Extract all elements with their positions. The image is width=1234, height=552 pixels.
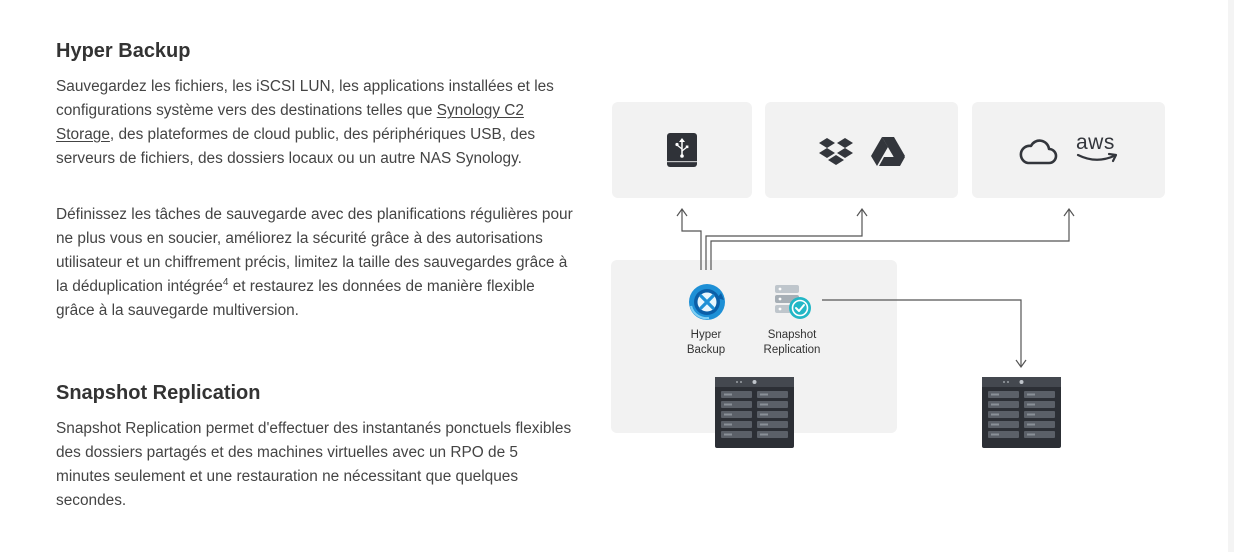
line-to-usb	[681, 210, 702, 270]
snapshot-replication-label: Snapshot Replication	[752, 328, 832, 358]
line-to-cloud	[705, 210, 863, 270]
line-to-remote-nas	[822, 299, 1022, 366]
footnote-4[interactable]: 4	[222, 276, 229, 288]
snapshot-replication-label-line2: Replication	[763, 344, 821, 356]
aws-logo-text: aws	[1076, 131, 1115, 154]
cloud-aws-destination-box	[972, 102, 1165, 198]
aws-smile-icon	[1076, 152, 1118, 163]
line-to-aws	[710, 210, 1070, 270]
aws-logo: aws	[1076, 132, 1122, 164]
snapshot-replication-icon	[775, 285, 811, 319]
snapshot-replication-label-line1: Snapshot	[767, 329, 817, 341]
usb-drive-icon	[667, 133, 697, 167]
connector-lines	[676, 207, 1075, 369]
arrow-to-remote-nas	[1015, 359, 1027, 369]
hyper-backup-icon	[689, 284, 725, 320]
public-cloud-destination-box	[765, 102, 958, 198]
p1-text-start: Sauvegardez les fichiers, les iSCSI LUN,…	[56, 78, 554, 119]
remote-nas-icon	[982, 377, 1061, 448]
cloud-icon	[1019, 139, 1058, 165]
hyper-backup-label-line2: Backup	[686, 344, 726, 356]
google-drive-icon	[871, 137, 905, 166]
hyper-backup-description-2: Définissez les tâches de sauvegarde avec…	[56, 203, 576, 323]
p1-text-end: , des plateformes de cloud public, des p…	[56, 126, 536, 167]
hyper-backup-label-line1: Hyper	[690, 329, 722, 341]
p2-text-start: Définissez les tâches de sauvegarde avec…	[56, 206, 573, 295]
synology-c2-storage-link[interactable]: Synology C2 Storage	[56, 102, 524, 143]
hyper-backup-description-1: Sauvegardez les fichiers, les iSCSI LUN,…	[56, 75, 576, 171]
arrow-to-aws	[1063, 207, 1075, 217]
dropbox-icon	[819, 138, 853, 165]
hyper-backup-title: Hyper Backup	[56, 40, 191, 62]
arrow-to-usb	[676, 207, 688, 217]
page-edge-strip	[1228, 0, 1234, 552]
snapshot-replication-title: Snapshot Replication	[56, 382, 261, 404]
arrow-to-cloud	[856, 207, 868, 217]
source-nas-icon	[715, 377, 794, 448]
p2-text-end: et restaurez les données de manière flex…	[56, 278, 535, 319]
hyper-backup-label: Hyper Backup	[666, 328, 746, 358]
snapshot-replication-description: Snapshot Replication permet d'effectuer …	[56, 420, 572, 509]
